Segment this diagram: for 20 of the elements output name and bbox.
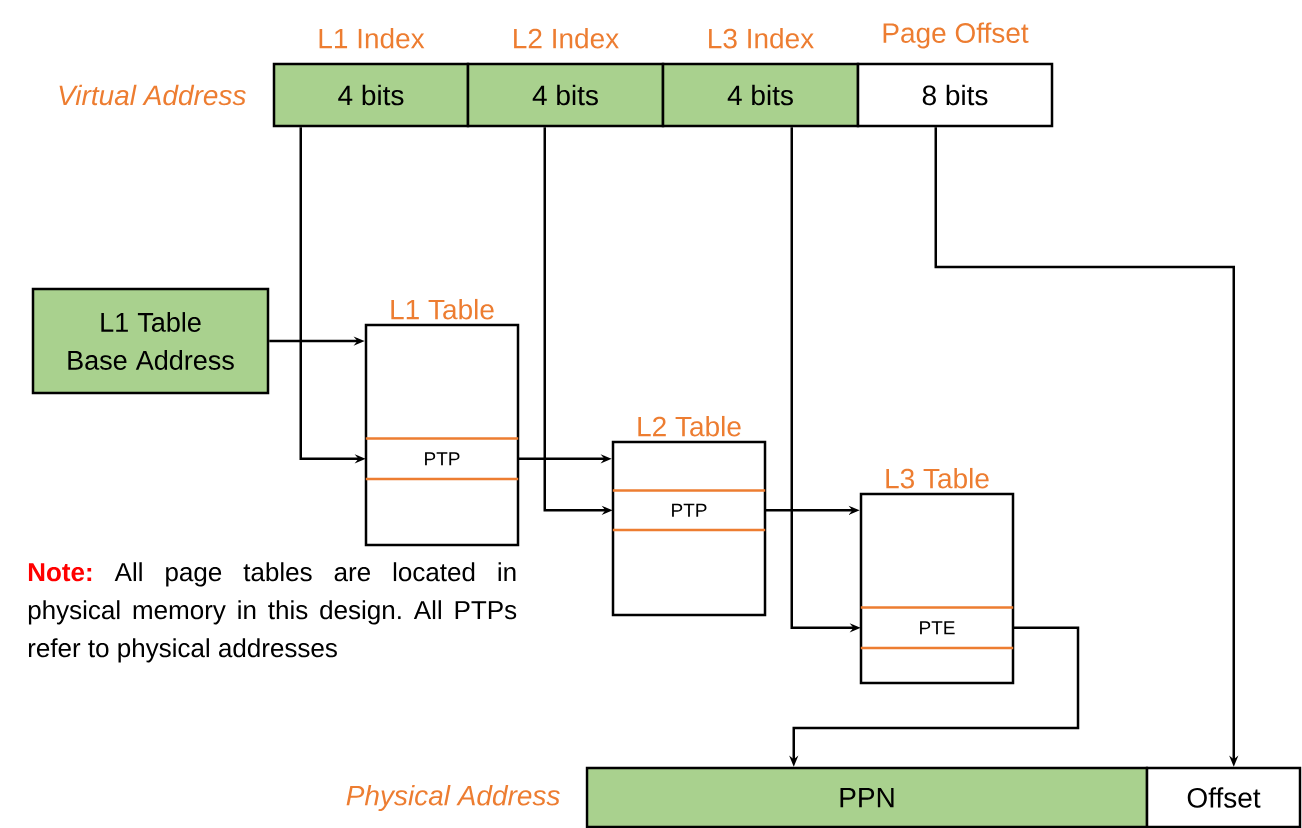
table-title: L3 Table (886, 467, 989, 489)
field-heading: Page Offset (883, 22, 1029, 49)
table-entry: PTP (612, 489, 766, 532)
field-heading: L2 Index (514, 27, 619, 49)
note-text: Note: All page tables are located in physical memory in this design. All PTPs refer to physical addresses (28, 562, 517, 663)
address-box: L1 Table Base Address (31, 287, 270, 395)
bit-field: 4 bits (466, 62, 665, 128)
bit-field: 4 bits (661, 62, 860, 128)
bit-field: 4 bits (272, 62, 470, 128)
bit-field: PPN (585, 766, 1149, 828)
table-title: L1 Table (391, 298, 494, 320)
field-heading: L3 Index (709, 27, 814, 49)
bit-field: 8 bits (856, 62, 1054, 128)
field-heading: L1 Index (319, 27, 425, 49)
address-label: Virtual Address (59, 84, 246, 106)
table-entry: PTP (365, 437, 519, 481)
address-label: Physical Address (346, 784, 560, 812)
table-title: L2 Table (638, 415, 741, 437)
table-entry: PTE (860, 606, 1014, 650)
bit-field: Offset (1145, 766, 1302, 828)
